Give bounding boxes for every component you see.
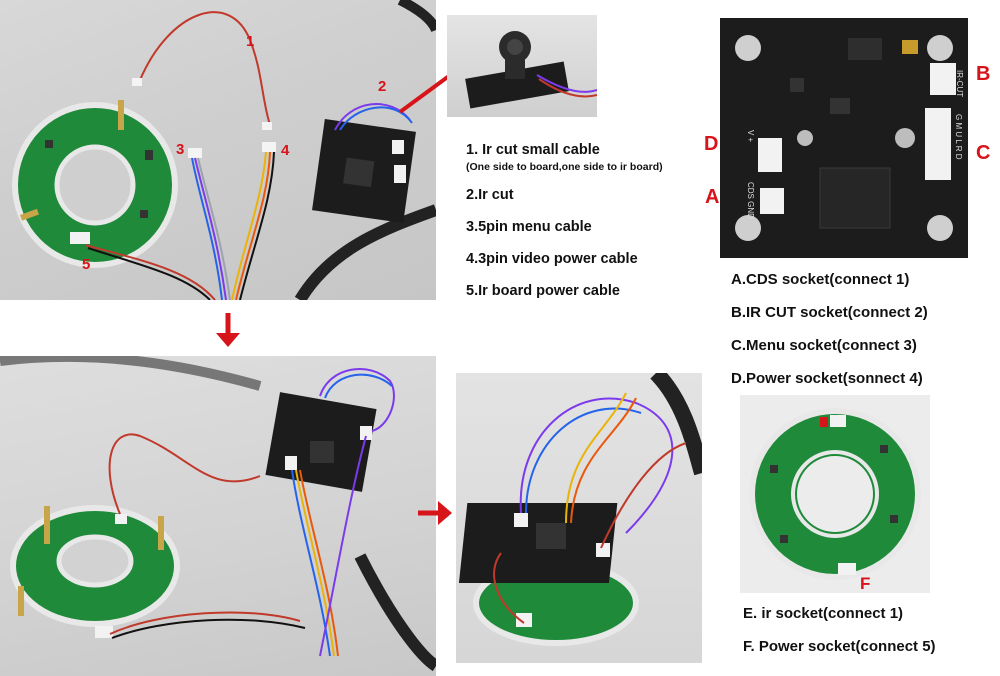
wiring-step1-illustration [0,356,436,672]
assembled-photo [456,373,702,663]
socket-label-B: B [976,63,991,85]
camera-board [312,103,416,223]
legend-socket-A: A.CDS socket(connect 1) [731,271,910,288]
down-arrow-icon [216,313,240,347]
label-3: 3 [176,141,185,158]
menu-silkscreen: G M U L R D [954,114,963,160]
legend-item-1-note: (One side to board,one side to ir board) [466,161,663,173]
parts-photo: 1 2 3 4 5 [0,0,436,300]
legend-item-1: 1. Ir cut small cable [466,142,600,158]
legend-socket-E: E. ir socket(connect 1) [743,605,904,622]
label-4: 4 [281,142,290,159]
ircut-silkscreen: IR-CUT [955,70,964,98]
legend-socket-F: F. Power socket(connect 5) [743,638,936,655]
ir-board-ring-step1 [10,505,180,638]
legend-socket-B: B.IR CUT socket(connect 2) [731,304,928,321]
socket-label-D: D [704,133,719,155]
board-closeup-photo: IR-CUT G M U L R D V + CDS GND [720,18,968,258]
right-arrow-icon [418,501,452,525]
legend-item-5: 5.Ir board power cable [466,283,620,299]
legend-socket-C: C.Menu socket(connect 3) [731,337,917,354]
cds-silkscreen: CDS GND [746,182,755,219]
ir-ring-illustration [749,408,921,580]
power-silkscreen: V + [746,130,755,143]
socket-label-C: C [976,142,991,164]
legend-item-4: 4.3pin video power cable [466,251,638,267]
label-5: 5 [82,256,91,273]
board-illustration [720,18,968,258]
label-2: 2 [378,78,387,95]
camera-board-step1 [265,392,377,492]
wiring-step1-photo [0,356,436,676]
ircut-photo [447,15,597,117]
legend-socket-D: D.Power socket(sonnect 4) [731,370,923,387]
ir-ring-photo [740,395,930,593]
legend-item-3: 3.5pin menu cable [466,219,592,235]
socket-label-F: F [860,574,871,593]
legend-item-2: 2.Ir cut [466,187,514,203]
socket-label-A: A [705,186,720,208]
label-1: 1 [246,33,255,50]
ir-board-ring [12,100,178,268]
parts-illustration [12,0,436,300]
assembled-illustration [458,373,702,646]
ircut-illustration [465,31,597,109]
